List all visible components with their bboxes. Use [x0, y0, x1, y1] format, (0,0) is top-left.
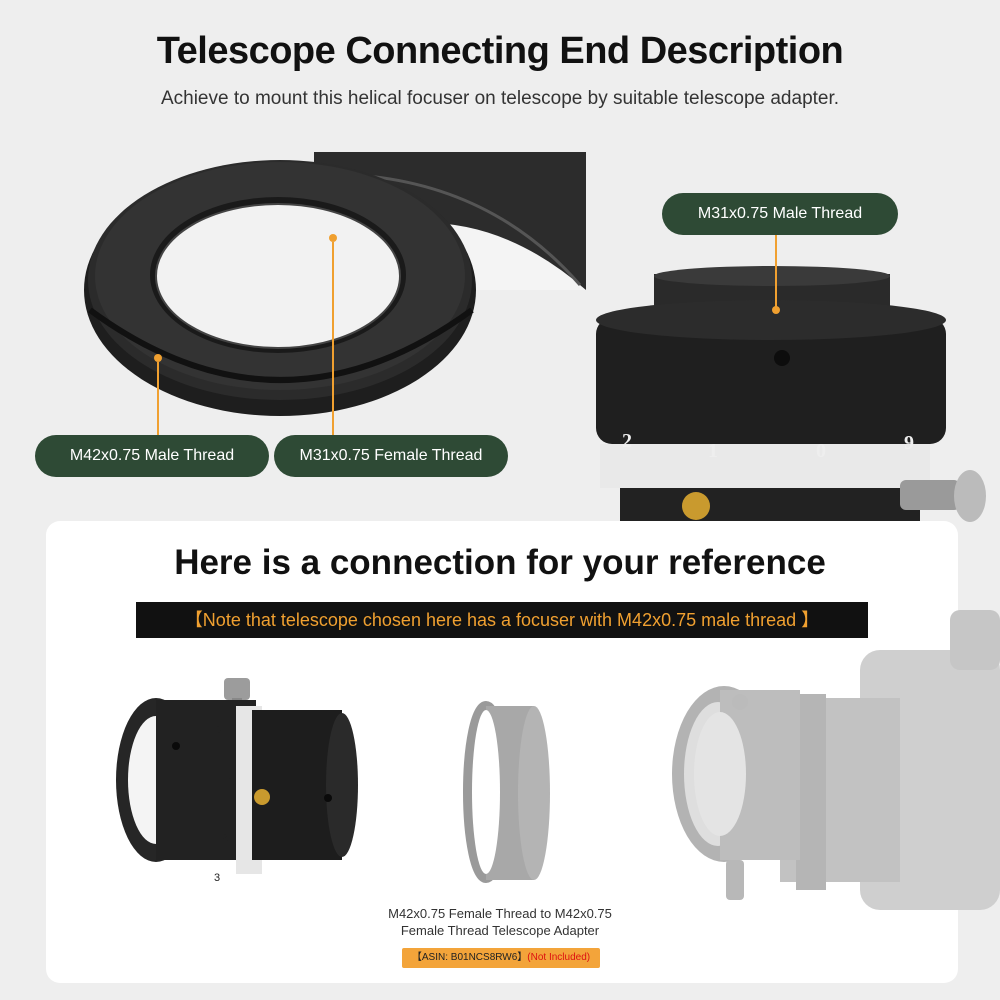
page-subtitle: Achieve to mount this helical focuser on…: [160, 88, 840, 109]
m31m-leader-line: [775, 235, 777, 307]
m42-male-thread-label: M42x0.75 Male Thread: [35, 435, 269, 477]
adapter-caption-line2: Female Thread Telescope Adapter: [400, 923, 600, 938]
asin-badge: 【ASIN: B01NCS8RW6】(Not Included): [402, 948, 600, 968]
reference-title: Here is a connection for your reference: [174, 543, 826, 582]
page-title: Telescope Connecting End Description: [156, 30, 844, 72]
asin-code: 【ASIN: B01NCS8RW6】: [411, 952, 528, 963]
m31-female-thread-label: M31x0.75 Female Thread: [274, 435, 508, 477]
scale-label-2: 2: [622, 430, 632, 452]
helical-focuser-image: [596, 266, 986, 530]
m42-leader-line: [157, 362, 159, 436]
adapter-ring-image: [84, 152, 586, 416]
adapter-caption: M42x0.75 Female Thread to M42x0.75 Femal…: [330, 905, 670, 939]
m42-pointer-dot: [154, 354, 162, 362]
not-included-text: (Not Included): [527, 952, 591, 963]
small-focuser-image: [116, 678, 358, 874]
scale-label-0: 0: [816, 440, 826, 462]
scale-label-1: 1: [708, 440, 718, 462]
telescope-adapter-image: [463, 701, 550, 883]
small-scale-3: 3: [214, 872, 221, 884]
small-scale-1: 1: [228, 776, 235, 788]
small-scale-2: 2: [222, 832, 229, 844]
m31-male-thread-label: M31x0.75 Male Thread: [662, 193, 898, 235]
small-scale-0: 0: [216, 724, 223, 736]
m31f-pointer-dot: [329, 234, 337, 242]
scale-label-9: 9: [904, 432, 914, 454]
m31f-leader-line: [332, 242, 334, 436]
reference-note: 【Note that telescope chosen here has a f…: [136, 602, 868, 638]
m31m-pointer-dot: [772, 306, 780, 314]
telescope-focuser-image: [672, 610, 1000, 910]
adapter-caption-line1: M42x0.75 Female Thread to M42x0.75: [388, 906, 612, 921]
